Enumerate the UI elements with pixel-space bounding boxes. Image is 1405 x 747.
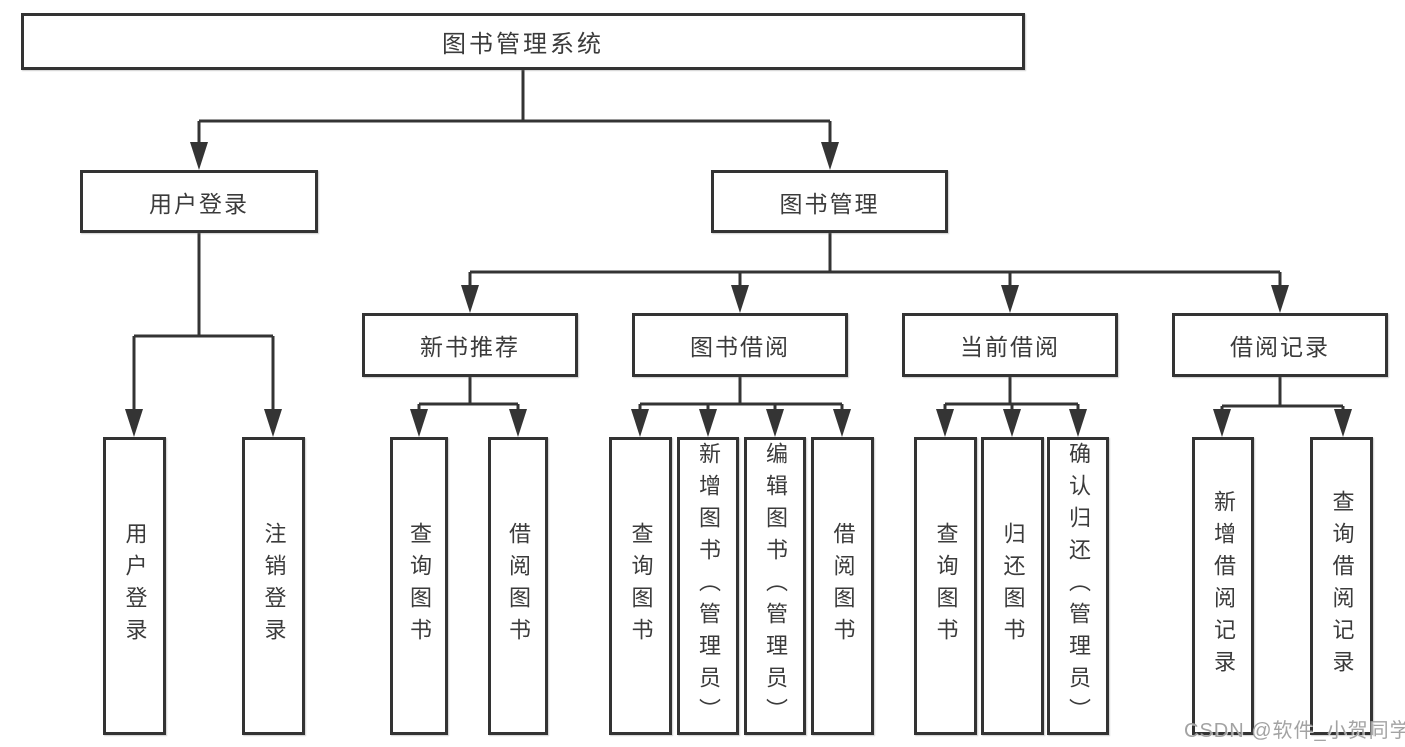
leaf-label: 借阅图书 <box>506 522 531 650</box>
leaf-label: 归还图书 <box>1000 522 1026 650</box>
leaf-confirm-return-admin: 确认归还（管理员） <box>1047 437 1109 735</box>
node-book-management: 图书管理 <box>711 170 948 233</box>
leaf-borrow-books-recommend: 借阅图书 <box>488 437 548 735</box>
leaf-query-books-borrow: 查询图书 <box>609 437 672 735</box>
leaf-add-borrow-record: 新增借阅记录 <box>1192 437 1254 735</box>
node-label: 新书推荐 <box>420 334 520 360</box>
leaf-label: 确认归还（管理员） <box>1066 442 1091 730</box>
arrowheads <box>125 142 1352 437</box>
leaf-borrow-books: 借阅图书 <box>811 437 874 735</box>
node-label: 图书管理 <box>779 190 880 217</box>
leaf-query-borrow-record: 查询借阅记录 <box>1310 437 1373 735</box>
node-new-book-recommend: 新书推荐 <box>362 313 578 377</box>
leaf-label: 新增图书（管理员） <box>696 442 721 730</box>
leaf-edit-books-admin: 编辑图书（管理员） <box>744 437 806 735</box>
leaf-add-books-admin: 新增图书（管理员） <box>677 437 739 735</box>
node-borrow-records: 借阅记录 <box>1172 313 1388 377</box>
node-label: 图书借阅 <box>690 334 790 360</box>
leaf-label: 注销登录 <box>261 522 287 650</box>
leaf-query-books-recommend: 查询图书 <box>390 437 448 735</box>
leaf-label: 查询借阅记录 <box>1329 490 1355 682</box>
leaf-label: 查询图书 <box>628 522 654 650</box>
node-label: 借阅记录 <box>1230 334 1330 360</box>
leaf-label: 新增借阅记录 <box>1211 490 1236 682</box>
leaf-label: 查询图书 <box>933 522 959 650</box>
node-label: 图书管理系统 <box>442 31 604 58</box>
leaf-label: 借阅图书 <box>830 522 856 650</box>
node-current-borrow: 当前借阅 <box>902 313 1118 377</box>
node-label: 用户登录 <box>149 190 249 217</box>
node-library-management-system: 图书管理系统 <box>21 13 1025 70</box>
leaf-query-books-current: 查询图书 <box>914 437 977 735</box>
node-user-login: 用户登录 <box>80 170 318 233</box>
leaf-logout: 注销登录 <box>242 437 305 735</box>
leaf-return-books: 归还图书 <box>981 437 1044 735</box>
leaf-label: 查询图书 <box>407 522 432 650</box>
watermark-text: CSDN @软件_小贺同学 <box>1184 720 1405 742</box>
node-book-borrow: 图书借阅 <box>632 313 848 377</box>
leaf-user-login: 用户登录 <box>103 437 166 735</box>
leaf-label: 用户登录 <box>122 522 148 650</box>
leaf-label: 编辑图书（管理员） <box>763 442 788 730</box>
node-label: 当前借阅 <box>960 334 1060 360</box>
